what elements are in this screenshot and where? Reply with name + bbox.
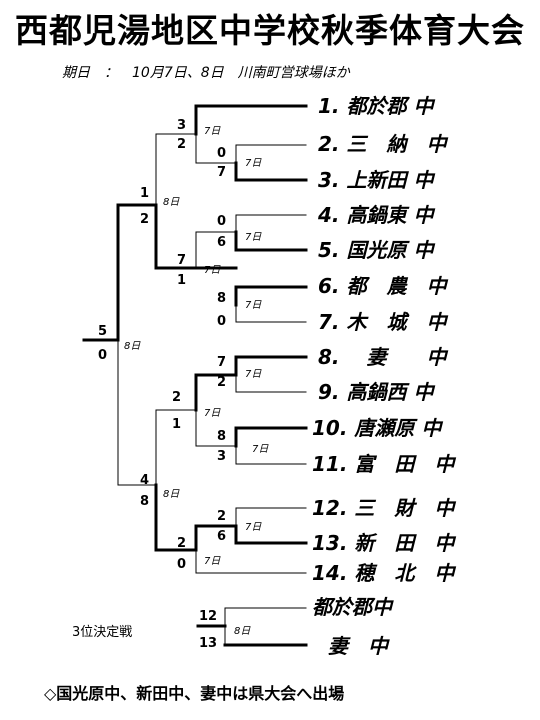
r2-m2-score-top: 7	[177, 253, 186, 268]
team-11: 11. 富 田 中	[312, 452, 456, 476]
r1-m5-score-bottom: 3	[217, 449, 226, 464]
third-place-score-bottom: 13	[199, 636, 217, 651]
team-1: 1. 都於郡 中	[318, 94, 435, 118]
r2-m2-score-bottom: 1	[177, 273, 186, 288]
r1-m5-date: 7日	[252, 444, 269, 455]
team-13: 13. 新 田 中	[312, 531, 456, 555]
team-2: 2. 三 納 中	[318, 132, 448, 156]
r2-m4-score-top: 2	[177, 536, 186, 551]
final-date: 8日	[124, 341, 141, 352]
r1-m6-score-top: 2	[217, 509, 226, 524]
page-title: 西都児湯地区中学校秋季体育大会	[15, 11, 525, 50]
r1-m2-score-top: 0	[217, 214, 226, 229]
r1-m4-score-bottom: 2	[217, 375, 226, 390]
third-place-score-top: 12	[199, 609, 217, 624]
sf-m2-score-bottom: 8	[140, 494, 149, 509]
third-place-team-top: 都於郡中	[312, 595, 394, 619]
team-6: 6. 都 農 中	[318, 274, 448, 298]
r2-m4-score-bottom: 0	[177, 557, 186, 572]
r1-m2-date: 7日	[245, 232, 262, 243]
r2-m3-score-bottom: 1	[172, 417, 181, 432]
third-place-label: 3位決定戦	[72, 625, 132, 640]
r2-m1-date: 7日	[204, 126, 221, 137]
team-10: 10. 唐瀬原 中	[312, 416, 443, 440]
sf-m1-score-top: 1	[140, 186, 149, 201]
third-place-team-bottom: 妻 中	[328, 634, 390, 658]
team-8: 8. 妻 中	[318, 345, 448, 369]
r1-m3-score-top: 8	[217, 291, 226, 306]
r1-m1-score-bottom: 7	[217, 165, 226, 180]
r1-m3-date: 7日	[245, 300, 262, 311]
r2-m4-date: 7日	[204, 556, 221, 567]
r1-m1-date: 7日	[245, 158, 262, 169]
sf-m1-score-bottom: 2	[140, 212, 149, 227]
team-4: 4. 高鍋東 中	[317, 203, 435, 227]
r1-m2-score-bottom: 6	[217, 235, 226, 250]
r2-m1-score-bottom: 2	[177, 137, 186, 152]
r1-m6-score-bottom: 6	[217, 529, 226, 544]
final-score-top: 5	[98, 324, 107, 339]
team-9: 9. 高鍋西 中	[318, 380, 435, 404]
team-14: 14. 穂 北 中	[312, 561, 456, 585]
event-date-venue: 期日 ： 10月7日、8日 川南町営球場ほか	[62, 65, 350, 81]
final-score-bottom: 0	[98, 348, 107, 363]
sf-m2-date: 8日	[163, 489, 180, 500]
team-12: 12. 三 財 中	[312, 496, 456, 520]
r1-m5-score-top: 8	[217, 429, 226, 444]
r1-m1-score-top: 0	[217, 146, 226, 161]
r2-m3-score-top: 2	[172, 390, 181, 405]
footer-note: ◇国光原中、新田中、妻中は県大会へ出場	[44, 684, 345, 703]
r2-m2-date: 7日	[204, 265, 221, 276]
sf-m2-score-top: 4	[140, 473, 149, 488]
team-7: 7. 木 城 中	[318, 310, 448, 334]
team-3: 3. 上新田 中	[318, 168, 435, 192]
r1-m4-score-top: 7	[217, 355, 226, 370]
r1-m3-score-bottom: 0	[217, 314, 226, 329]
r2-m1-score-top: 3	[177, 118, 186, 133]
third-place-date: 8日	[234, 626, 251, 637]
r1-m4-date: 7日	[245, 369, 262, 380]
r1-m6-date: 7日	[245, 522, 262, 533]
team-5: 5. 国光原 中	[318, 238, 435, 262]
sf-m1-date: 8日	[163, 197, 180, 208]
r2-m3-date: 7日	[204, 408, 221, 419]
